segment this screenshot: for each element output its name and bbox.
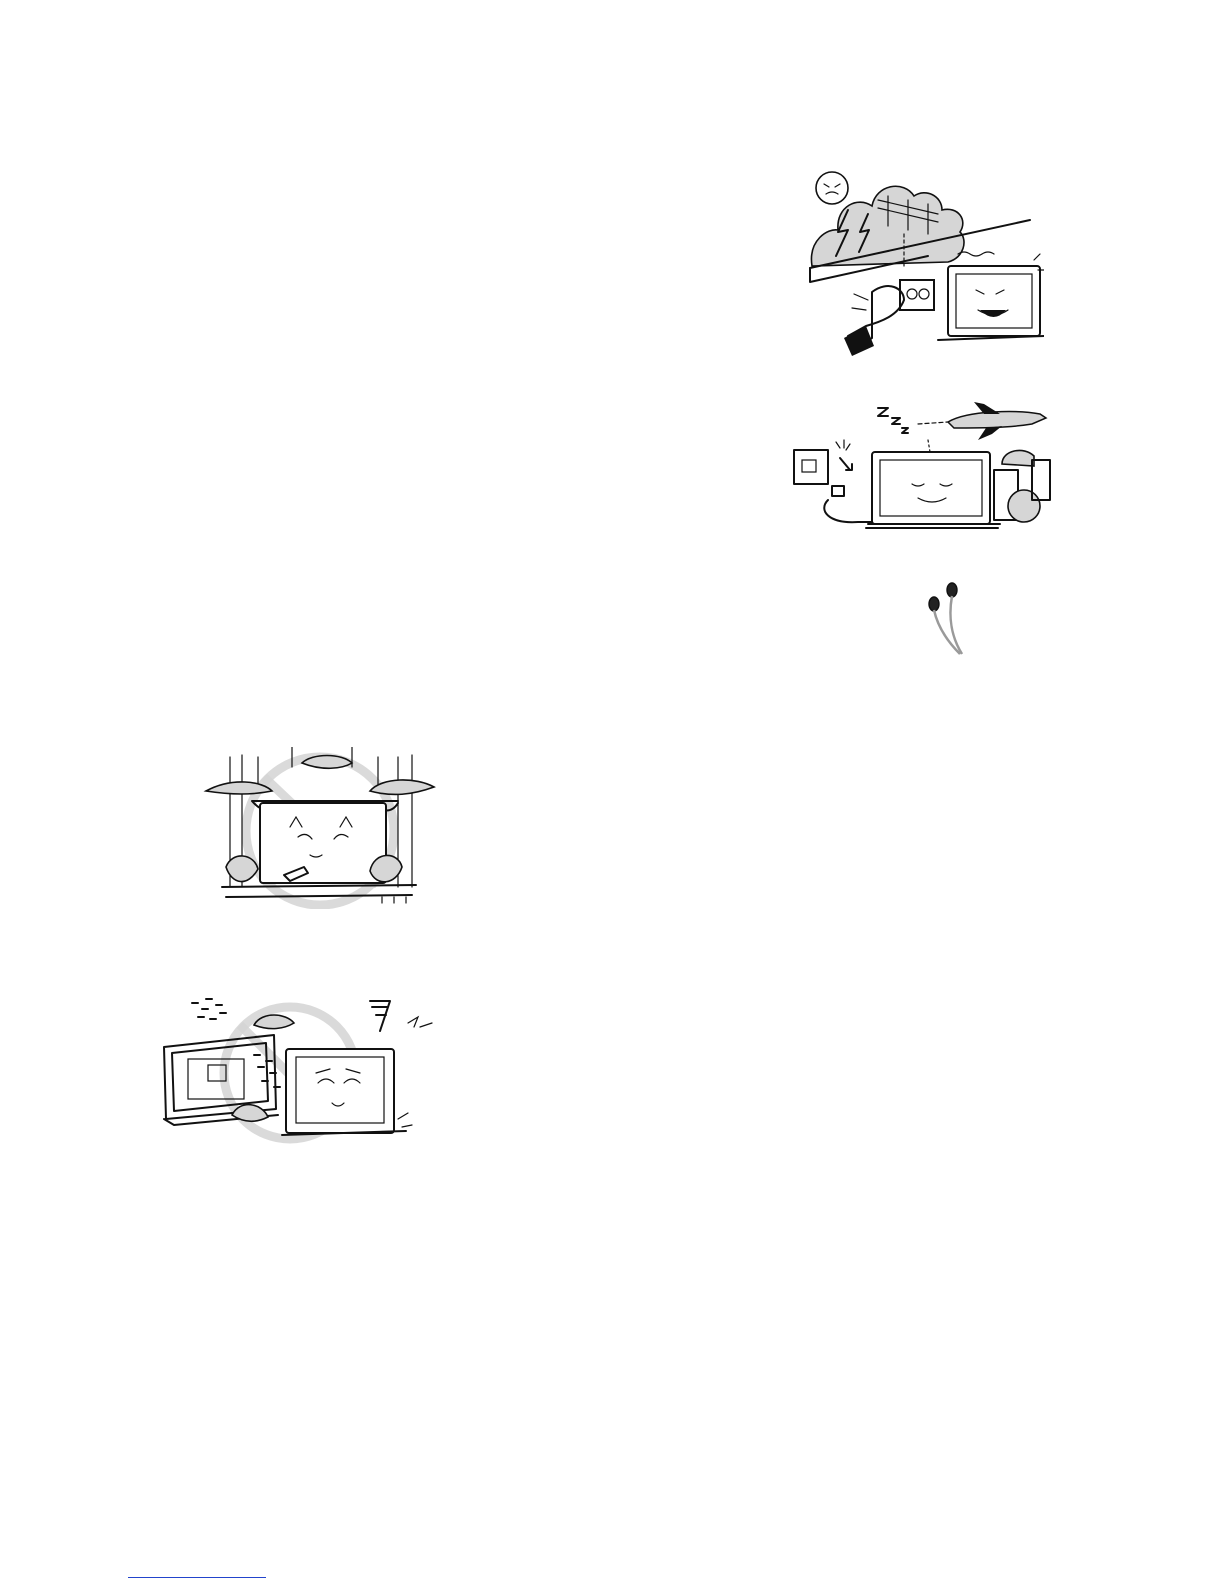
footnote-separator <box>128 1577 266 1578</box>
earphones-icon <box>918 578 968 658</box>
lightning-storm-unplug-icon <box>808 170 1044 362</box>
no-magnetic-interference-icon <box>158 995 442 1145</box>
unplug-on-vacation-icon <box>788 400 1056 532</box>
no-curtains-blocking-icon <box>202 747 436 909</box>
